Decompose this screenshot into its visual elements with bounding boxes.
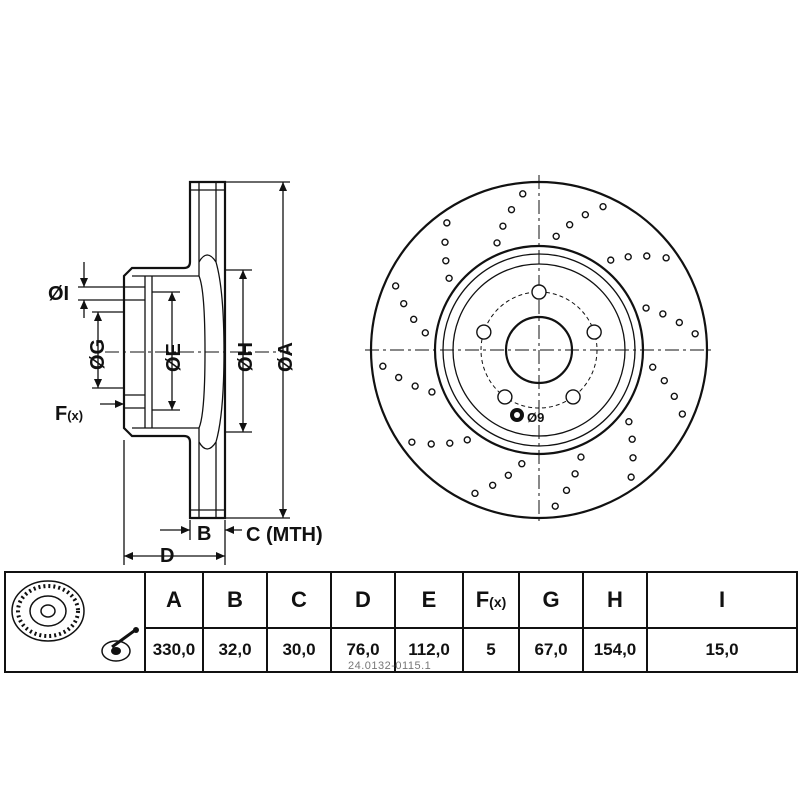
drill-hole — [400, 299, 408, 308]
drill-hole — [642, 304, 650, 312]
header-h: H — [582, 570, 648, 630]
drill-hole — [660, 376, 669, 385]
drill-hole — [443, 219, 451, 227]
drill-hole — [421, 329, 429, 337]
drill-hole — [678, 410, 687, 418]
drill-hole — [488, 481, 497, 489]
drill-hole — [643, 252, 651, 260]
label-dim-c: C (MTH) — [246, 524, 323, 546]
technical-drawing: ØI ØG ØE ØH ØA F(x) B C (MTH) D Ø9 — [48, 175, 715, 567]
value-a: 330,0 — [144, 627, 204, 673]
label-dim-i: ØI — [48, 283, 69, 305]
drill-hole — [577, 453, 585, 461]
drill-hole — [675, 318, 684, 327]
spec-table: A B C D E F(x) G H I 330,0 32,0 30,0 76,… — [4, 570, 798, 673]
drill-hole — [551, 502, 559, 510]
drill-hole — [625, 418, 633, 426]
drill-hole — [442, 257, 450, 265]
label-dim-d: D — [160, 545, 174, 567]
value-f: 5 — [462, 627, 520, 673]
disc-torque-icon — [101, 627, 139, 662]
drill-hole — [507, 205, 516, 214]
drill-hole — [627, 473, 635, 481]
drill-hole — [391, 282, 400, 290]
drill-hole — [441, 238, 449, 246]
drill-hole — [571, 470, 579, 478]
drill-hole — [599, 202, 607, 211]
value-h: 154,0 — [582, 627, 648, 673]
value-c: 30,0 — [266, 627, 332, 673]
drill-hole — [428, 388, 436, 396]
value-e: 112,0 — [394, 627, 464, 673]
value-i: 15,0 — [646, 627, 798, 673]
drill-hole — [670, 392, 678, 401]
bolt-hole — [497, 389, 513, 405]
drill-hole — [518, 460, 526, 468]
value-g: 67,0 — [518, 627, 584, 673]
drill-hole — [471, 489, 479, 498]
header-f: F(x) — [462, 570, 520, 630]
drill-hole — [581, 211, 590, 219]
front-view: Ø9 — [365, 175, 715, 525]
drill-hole — [408, 438, 416, 446]
label-dim-h: ØH — [235, 342, 257, 372]
header-g: G — [518, 570, 584, 630]
drill-hole — [446, 439, 454, 447]
label-dim-f: F(x) — [55, 403, 83, 425]
drill-hole — [628, 435, 636, 443]
bolt-hole — [531, 284, 547, 300]
drill-hole — [691, 330, 699, 338]
part-number: 24.0132-0115.1 — [348, 660, 432, 672]
side-section-view: ØI ØG ØE ØH ØA F(x) B C (MTH) D — [48, 180, 323, 567]
label-dim-b: B — [197, 523, 211, 545]
drill-hole — [493, 239, 501, 247]
value-d: 76,0 — [330, 627, 396, 673]
bolt-hole — [565, 389, 581, 405]
header-b: B — [202, 570, 268, 630]
drill-hole — [565, 220, 574, 229]
drill-hole — [629, 454, 637, 462]
drill-hole — [659, 310, 667, 318]
header-e: E — [394, 570, 464, 630]
label-dim-g: ØG — [87, 339, 109, 370]
drill-hole — [445, 274, 453, 282]
drill-hole — [463, 436, 471, 444]
bolt-hole — [476, 324, 492, 340]
drill-hole — [519, 190, 527, 198]
header-a: A — [144, 570, 204, 630]
drill-hole — [411, 382, 419, 390]
drill-hole — [607, 256, 615, 264]
drill-hole — [409, 315, 418, 324]
label-dim-a: ØA — [275, 342, 297, 372]
drill-hole — [379, 362, 387, 370]
drill-hole — [499, 222, 507, 230]
drill-hole — [562, 486, 571, 495]
cross-drill-holes — [379, 190, 699, 510]
drill-hole — [552, 232, 560, 240]
value-b: 32,0 — [202, 627, 268, 673]
label-hole-diameter: Ø9 — [527, 410, 544, 425]
label-dim-e: ØE — [163, 343, 185, 372]
bolt-holes — [476, 284, 602, 405]
drill-hole — [504, 471, 513, 480]
header-i: I — [646, 570, 798, 630]
drill-hole — [662, 254, 670, 262]
header-c: C — [266, 570, 332, 630]
brake-disc-icon — [11, 580, 85, 642]
drill-hole — [427, 440, 435, 448]
drill-hole — [624, 253, 632, 261]
bolt-hole — [586, 324, 602, 340]
drill-hole — [394, 373, 403, 382]
table-value-row: 330,0 32,0 30,0 76,0 112,0 5 67,0 154,0 … — [5, 627, 798, 673]
icon-cell — [4, 571, 146, 673]
table-header-row: A B C D E F(x) G H I — [4, 570, 798, 673]
header-d: D — [330, 570, 396, 630]
drill-hole — [649, 363, 657, 371]
